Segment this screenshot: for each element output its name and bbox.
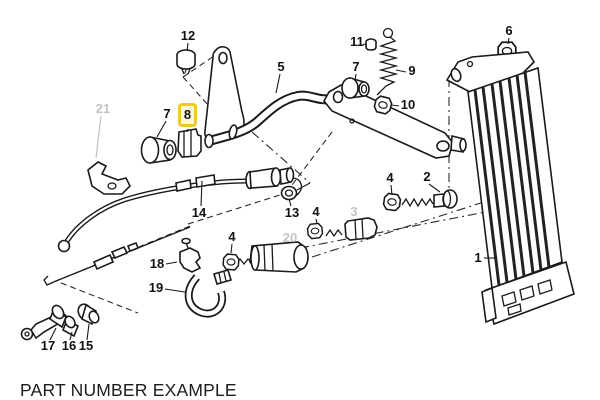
part-15-bushing-drawing	[77, 303, 100, 326]
part-7-bushing-right-drawing	[341, 76, 370, 99]
part-label-17[interactable]: 17	[41, 338, 55, 353]
part-11-nut-drawing	[365, 38, 377, 51]
part-21-bracket-drawing	[87, 115, 131, 195]
part-14-cable-drawing	[57, 167, 303, 253]
part-label-10[interactable]: 10	[401, 97, 415, 112]
part-13-grommet-drawing	[280, 185, 298, 201]
part-3-switch-drawing	[325, 217, 378, 241]
cable-inner-wire-drawing	[43, 226, 191, 286]
part-label-3[interactable]: 3	[350, 204, 357, 219]
part-18-clip-drawing	[179, 237, 202, 273]
part-16-sleeve-drawing	[61, 315, 80, 338]
part-9-spring-drawing	[376, 27, 399, 96]
part-20-switch-drawing	[235, 241, 309, 273]
part-2-bolt-drawing	[401, 189, 458, 209]
part-label-1[interactable]: 1	[474, 250, 481, 265]
bell-crank-drawing	[20, 303, 100, 341]
part-12-cap-drawing	[176, 49, 196, 75]
part-7-bushing-left-drawing	[140, 136, 177, 164]
part-19-clamp-drawing	[184, 269, 232, 318]
part-label-20[interactable]: 20	[283, 230, 297, 245]
leader-lines	[49, 37, 510, 341]
part-4a-nut-drawing	[382, 192, 402, 212]
part-label-4c[interactable]: 4	[228, 229, 236, 244]
part-label-18[interactable]: 18	[150, 256, 164, 271]
part-label-7a[interactable]: 7	[163, 106, 170, 121]
part-label-6[interactable]: 6	[505, 23, 512, 38]
caption-part-number-example: PART NUMBER EXAMPLE	[20, 380, 237, 400]
part-label-4b[interactable]: 4	[312, 204, 320, 219]
part-label-21[interactable]: 21	[96, 101, 110, 116]
part-4b-nut-drawing	[306, 222, 324, 240]
part-label-8-highlighted[interactable]: 8	[178, 103, 197, 127]
part-label-16[interactable]: 16	[62, 338, 76, 353]
part-8-clip-drawing	[177, 128, 202, 158]
part-label-11[interactable]: 11	[350, 34, 364, 49]
part-label-7b[interactable]: 7	[352, 59, 359, 74]
part-label-4a[interactable]: 4	[386, 170, 394, 185]
part-label-15[interactable]: 15	[79, 338, 93, 353]
caption-second-line-clipped: DRIVING	[26, 397, 80, 400]
part-1-pedal-drawing	[445, 51, 575, 326]
part-4c-nut-drawing	[222, 253, 240, 271]
mount-bracket-drawing	[204, 46, 245, 141]
part-label-13[interactable]: 13	[285, 205, 299, 220]
part-5-rod-drawing	[204, 90, 331, 149]
part-label-2[interactable]: 2	[423, 169, 430, 184]
part-label-9[interactable]: 9	[408, 63, 415, 78]
part-label-12[interactable]: 12	[181, 28, 195, 43]
part-label-19[interactable]: 19	[149, 280, 163, 295]
part-label-5[interactable]: 5	[277, 59, 284, 74]
part-label-14[interactable]: 14	[192, 205, 207, 220]
part-17-pivot-drawing	[49, 304, 67, 329]
